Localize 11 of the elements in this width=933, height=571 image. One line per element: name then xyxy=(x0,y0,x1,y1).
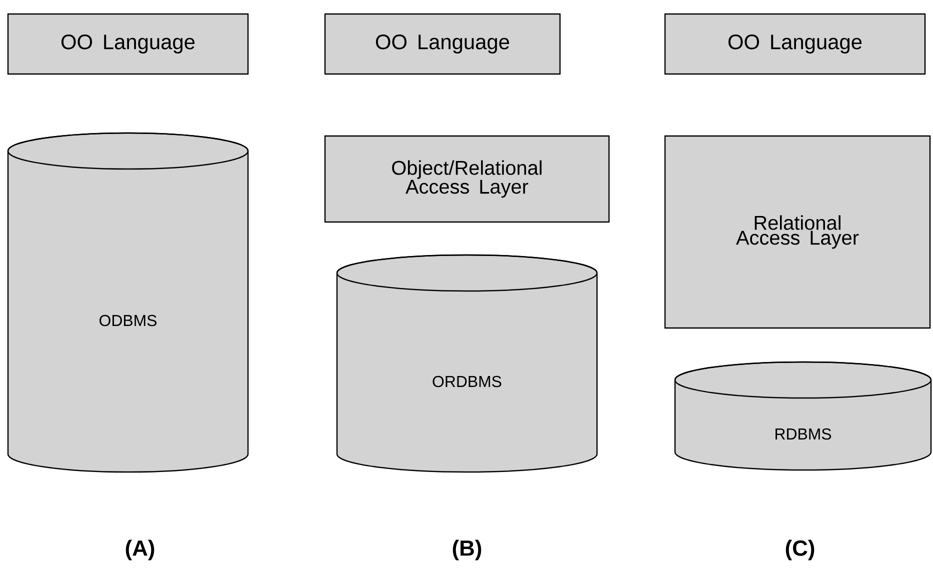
database-cylinder: ORDBMS xyxy=(336,254,598,473)
text-box: OO Language xyxy=(324,13,561,75)
text-box: Object/Relational Access Layer xyxy=(324,135,610,223)
panel-label: (B) xyxy=(452,540,482,560)
database-cylinder: ODBMS xyxy=(7,132,249,473)
database-cylinder: RDBMS xyxy=(674,361,932,471)
text-box: Relational Access Layer xyxy=(664,135,931,329)
text-box: OO Language xyxy=(7,13,249,75)
panel-label: (A) xyxy=(126,540,154,560)
text-box: OO Language xyxy=(664,13,926,75)
panel-label: (C) xyxy=(786,540,814,560)
